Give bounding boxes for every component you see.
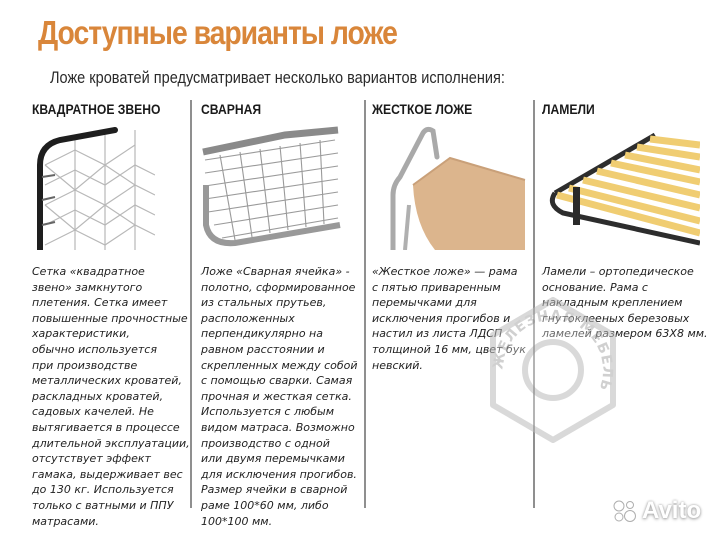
desc-line: металлических кроватей, xyxy=(32,374,182,388)
desc-line: Используется с любым xyxy=(201,405,335,419)
description-square-link: Сетка «квадратное звено» замкнутого плет… xyxy=(32,264,190,529)
square-link-mesh-image xyxy=(30,125,155,250)
desc-line: для исключения прогибов. xyxy=(201,467,357,481)
desc-line: гнутоклееных березовых xyxy=(542,311,690,325)
desc-line: длительной эксплуатации, xyxy=(32,436,190,450)
desc-line: основание. Рама с xyxy=(542,280,648,294)
desc-line: при производстве xyxy=(32,358,138,372)
desc-line: Размер ячейки в сварной xyxy=(201,483,348,497)
welded-mesh-image xyxy=(200,125,342,250)
desc-line: с пятью приваренным xyxy=(372,280,501,294)
desc-line: отсутствует эффект xyxy=(32,452,151,466)
slats-frame-image xyxy=(545,125,700,250)
desc-line: плетения. Сетка имеет xyxy=(32,296,168,310)
desc-line: обычно используется xyxy=(32,342,157,356)
desc-line: или двумя перемычками xyxy=(201,452,345,466)
desc-line: вытягивается в процессе xyxy=(32,420,180,434)
desc-line: только с ватными и ППУ xyxy=(32,498,174,512)
desc-line: накладным креплением xyxy=(542,296,683,310)
column-heading-rigid: ЖЕСТКОЕ ЛОЖЕ xyxy=(372,102,473,117)
desc-line: равном расстоянии и xyxy=(201,342,325,356)
desc-line: прочная и жесткая сетка. xyxy=(201,389,352,403)
column-heading-square-link: КВАДРАТНОЕ ЗВЕНО xyxy=(32,102,161,117)
desc-line: невский. xyxy=(372,358,423,372)
avito-brand-text: Avito xyxy=(642,497,702,524)
desc-line: повышенные прочностные xyxy=(32,311,188,325)
desc-line: производство с одной xyxy=(201,436,330,450)
desc-line: гамака, выдерживает вес xyxy=(32,467,183,481)
desc-line: из стальных прутьев, xyxy=(201,296,327,310)
desc-line: видом матраса. Возможно xyxy=(201,420,355,434)
desc-line: настил из листа ЛДСП xyxy=(372,327,503,341)
desc-line: Ламели – ортопедическое xyxy=(542,265,694,278)
desc-line: раскладных кроватей, xyxy=(32,389,164,403)
column-divider xyxy=(533,100,535,508)
desc-line: до 130 кг. Используется xyxy=(32,483,174,497)
desc-line: раме 100*60 мм, либо xyxy=(201,498,329,512)
desc-line: перпендикулярно на xyxy=(201,327,323,341)
desc-line: Сетка «квадратное xyxy=(32,265,145,278)
desc-line: садовых качелей. Не xyxy=(32,405,154,419)
page-subtitle: Ложе кроватей предусматривает несколько … xyxy=(50,69,505,87)
desc-line: звено» замкнутого xyxy=(32,280,143,294)
description-rigid: «Жесткое ложе» — рама с пятью приваренны… xyxy=(372,264,526,373)
desc-line: с помощью сварки. Самая xyxy=(201,374,353,388)
desc-line: полотно, сформированное xyxy=(201,280,356,294)
column-heading-slats: ЛАМЕЛИ xyxy=(542,102,595,117)
avito-watermark: Avito xyxy=(612,497,701,525)
desc-line: толщиной 16 мм, цвет бук xyxy=(372,342,526,356)
page-title: Доступные варианты ложе xyxy=(38,14,398,51)
desc-line: «Жесткое ложе» — рама xyxy=(372,265,518,278)
desc-line: Ложе «Сварная ячейка» - xyxy=(201,265,350,278)
column-divider xyxy=(364,100,366,508)
desc-line: 100*100 мм. xyxy=(201,514,273,528)
description-welded: Ложе «Сварная ячейка» - полотно, сформир… xyxy=(201,264,358,529)
rigid-board-image xyxy=(385,125,530,250)
desc-line: ламелей размером 63Х8 мм. xyxy=(542,327,708,341)
desc-line: перемычками для xyxy=(372,296,477,310)
column-heading-welded: СВАРНАЯ xyxy=(201,102,262,117)
desc-line: матрасами. xyxy=(32,514,99,528)
desc-line: расположенных xyxy=(201,311,295,325)
desc-line: характеристики, xyxy=(32,327,130,341)
desc-line: исключения прогибов и xyxy=(372,311,511,325)
desc-line: скрепленных между собой xyxy=(201,358,358,372)
avito-logo-icon xyxy=(613,500,636,522)
description-slats: Ламели – ортопедическое основание. Рама … xyxy=(542,264,708,342)
column-divider xyxy=(190,100,192,508)
